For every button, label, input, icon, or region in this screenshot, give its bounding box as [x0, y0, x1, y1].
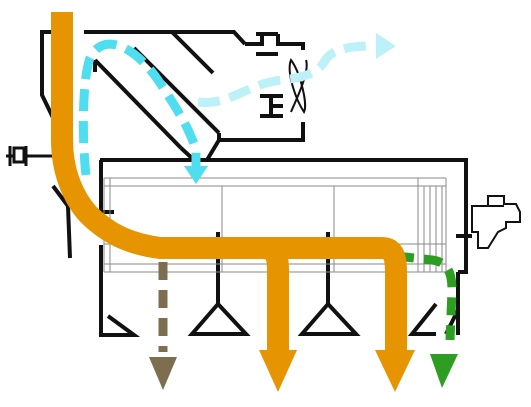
- main-flow-path: [51, 12, 407, 352]
- fine-flow-arrowhead: [149, 357, 177, 390]
- recycle-flow: [395, 251, 458, 388]
- air-flow: [78, 33, 396, 184]
- air-flow-exhaust-arrowhead: [376, 33, 396, 59]
- main-flow-arrowhead-1: [259, 350, 297, 392]
- fan-icon: [284, 50, 314, 122]
- air-flow-arrowhead: [184, 166, 208, 184]
- air-flow-exhaust-path: [197, 41, 379, 107]
- separator-hood: [40, 30, 305, 162]
- sieve-housing: [51, 158, 468, 335]
- fine-flow: [149, 262, 177, 390]
- discharge-hoppers: [99, 232, 460, 337]
- main-flow: [51, 12, 407, 352]
- valve-icon: [6, 146, 54, 166]
- machine-structure: [40, 30, 472, 337]
- recycle-flow-arrowhead: [430, 354, 458, 388]
- main-flow-branch: [261, 237, 289, 352]
- motor-icon: [471, 195, 521, 249]
- main-flow-arrowhead-2: [375, 350, 415, 392]
